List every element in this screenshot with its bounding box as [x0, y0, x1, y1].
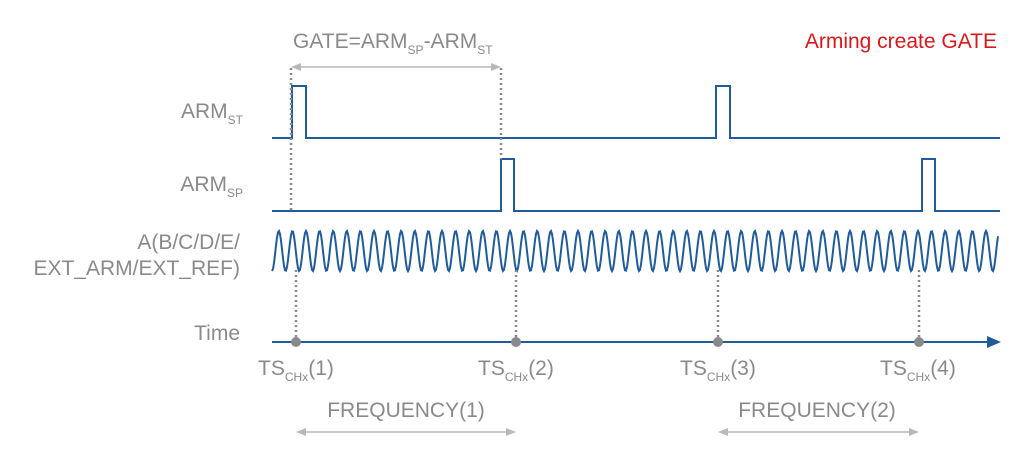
arm-sp-label: ARMSP	[180, 173, 243, 200]
ts4-label: TSCHx(4)	[880, 357, 956, 384]
input-sine-waveform	[271, 228, 999, 274]
ts3-label: TSCHx(3)	[680, 357, 756, 384]
ts2-label: TSCHx(2)	[478, 357, 554, 384]
ts2-marker	[511, 337, 521, 347]
time-axis-label: Time	[194, 322, 240, 345]
input-signal-label-line2: EXT_ARM/EXT_REF)	[33, 257, 240, 280]
frequency-2-label: FREQUENCY(2)	[738, 399, 896, 422]
arm-sp-waveform	[272, 158, 1000, 212]
frequency-1-label: FREQUENCY(1)	[327, 399, 485, 422]
gate-formula-label: GATE=ARMSP-ARMST	[293, 30, 493, 57]
arm-st-label: ARMST	[181, 100, 244, 127]
gate-dimension-arrow	[291, 63, 501, 71]
diagram-title: Arming create GATE	[805, 30, 997, 53]
time-axis	[272, 336, 1001, 348]
arm-st-waveform	[272, 85, 1000, 139]
ts3-marker	[713, 337, 723, 347]
ts4-marker	[914, 337, 924, 347]
frequency-1-arrow	[296, 428, 516, 436]
ts1-label: TSCHx(1)	[258, 357, 334, 384]
ts1-marker	[291, 337, 301, 347]
input-signal-label-line1: A(B/C/D/E/	[137, 231, 240, 254]
frequency-2-arrow	[718, 428, 919, 436]
